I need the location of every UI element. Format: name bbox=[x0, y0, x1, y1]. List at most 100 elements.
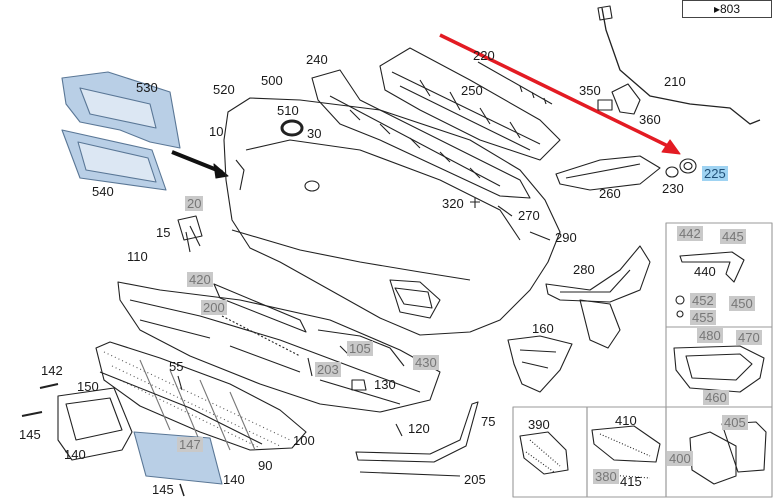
part-label-110[interactable]: 110 bbox=[127, 249, 148, 264]
part-label-440[interactable]: 440 bbox=[694, 264, 716, 279]
part-label-240[interactable]: 240 bbox=[306, 52, 328, 67]
part-label-105[interactable]: 105 bbox=[347, 341, 373, 356]
part-label-260[interactable]: 260 bbox=[599, 186, 621, 201]
part-label-200[interactable]: 200 bbox=[201, 300, 227, 315]
part-label-450[interactable]: 450 bbox=[729, 296, 755, 311]
strip-205 bbox=[359, 471, 461, 477]
part-label-520[interactable]: 520 bbox=[213, 82, 235, 97]
part-label-90[interactable]: 90 bbox=[258, 458, 273, 473]
lower-grille-100 bbox=[95, 341, 307, 451]
part-label-360[interactable]: 360 bbox=[639, 112, 661, 127]
sensor-holder-230 bbox=[665, 166, 679, 178]
part-label-145a[interactable]: 145 bbox=[19, 427, 41, 442]
bracket-360 bbox=[611, 83, 641, 115]
strip-290 bbox=[529, 231, 551, 241]
trim-90 bbox=[99, 371, 263, 445]
ref-link-803[interactable]: ▸803 bbox=[682, 0, 772, 18]
part-label-460[interactable]: 460 bbox=[703, 390, 729, 405]
part-label-15[interactable]: 15 bbox=[156, 225, 171, 240]
strip-200 bbox=[221, 315, 301, 357]
screw-120 bbox=[395, 423, 403, 437]
part-label-220[interactable]: 220 bbox=[473, 48, 495, 63]
trim-430 bbox=[317, 329, 405, 367]
part-label-445[interactable]: 445 bbox=[720, 229, 746, 244]
part-label-405[interactable]: 405 bbox=[722, 415, 748, 430]
part-label-150[interactable]: 150 bbox=[77, 379, 99, 394]
bracket-side bbox=[579, 299, 621, 349]
part-label-225[interactable]: 225 bbox=[702, 166, 728, 181]
screw-142 bbox=[39, 383, 59, 389]
part-label-205[interactable]: 205 bbox=[464, 472, 486, 487]
screw-145 bbox=[21, 411, 43, 417]
bracket-240 bbox=[311, 69, 531, 199]
part-label-20[interactable]: 20 bbox=[185, 196, 204, 211]
part-label-140b[interactable]: 140 bbox=[223, 472, 245, 487]
trim-440 bbox=[679, 251, 745, 283]
bumper-cover bbox=[223, 97, 561, 336]
screw-203 bbox=[307, 357, 313, 377]
air-duct-540 bbox=[61, 129, 167, 191]
part-label-10[interactable]: 10 bbox=[209, 124, 224, 139]
grille-390 bbox=[519, 431, 569, 475]
part-label-442[interactable]: 442 bbox=[677, 226, 703, 241]
part-label-280[interactable]: 280 bbox=[573, 262, 595, 277]
clip-270 bbox=[497, 205, 513, 217]
part-label-500[interactable]: 500 bbox=[261, 73, 283, 88]
part-label-270[interactable]: 270 bbox=[518, 208, 540, 223]
screw-455 bbox=[676, 310, 684, 318]
bracket-130 bbox=[351, 379, 367, 391]
part-label-100[interactable]: 100 bbox=[293, 433, 315, 448]
emblem-ring bbox=[280, 119, 304, 137]
part-label-470[interactable]: 470 bbox=[736, 330, 762, 345]
strip-420 bbox=[213, 283, 307, 333]
part-label-160[interactable]: 160 bbox=[532, 321, 554, 336]
part-label-400[interactable]: 400 bbox=[667, 451, 693, 466]
bracket-280 bbox=[545, 245, 651, 303]
part-label-145b[interactable]: 145 bbox=[152, 482, 174, 497]
plate-holder-140 bbox=[57, 387, 133, 461]
part-label-290[interactable]: 290 bbox=[555, 230, 577, 245]
part-label-510[interactable]: 510 bbox=[277, 103, 299, 118]
strip-220 bbox=[477, 61, 553, 105]
part-label-540[interactable]: 540 bbox=[92, 184, 114, 199]
carrier-250 bbox=[379, 47, 561, 161]
part-label-120[interactable]: 120 bbox=[408, 421, 430, 436]
part-label-410[interactable]: 410 bbox=[615, 413, 637, 428]
strip-75 bbox=[355, 401, 479, 463]
part-label-142[interactable]: 142 bbox=[41, 363, 63, 378]
part-label-455[interactable]: 455 bbox=[690, 310, 716, 325]
part-label-530[interactable]: 530 bbox=[136, 80, 158, 95]
part-label-147[interactable]: 147 bbox=[177, 437, 203, 452]
bracket-160 bbox=[507, 335, 573, 393]
red-arrow bbox=[439, 33, 673, 150]
part-label-55[interactable]: 55 bbox=[169, 359, 184, 374]
cover-400 bbox=[689, 431, 737, 485]
part-label-420[interactable]: 420 bbox=[187, 272, 213, 287]
part-label-415[interactable]: 415 bbox=[620, 474, 642, 489]
part-label-75[interactable]: 75 bbox=[481, 414, 496, 429]
part-label-452[interactable]: 452 bbox=[690, 293, 716, 308]
part-label-30[interactable]: 30 bbox=[307, 126, 322, 141]
part-label-130[interactable]: 130 bbox=[374, 377, 396, 392]
part-label-320[interactable]: 320 bbox=[442, 196, 464, 211]
part-label-203[interactable]: 203 bbox=[315, 362, 341, 377]
part-label-210[interactable]: 210 bbox=[664, 74, 686, 89]
wiring-harness bbox=[601, 7, 761, 125]
part-label-350[interactable]: 350 bbox=[579, 83, 601, 98]
part-label-380[interactable]: 380 bbox=[593, 469, 619, 484]
nut-452 bbox=[675, 295, 685, 305]
part-label-250[interactable]: 250 bbox=[461, 83, 483, 98]
sensor-225 bbox=[679, 158, 697, 174]
part-label-430[interactable]: 430 bbox=[413, 355, 439, 370]
lower-carrier-110 bbox=[117, 281, 441, 413]
part-label-390[interactable]: 390 bbox=[528, 417, 550, 432]
sensor-350 bbox=[597, 99, 613, 111]
part-label-230[interactable]: 230 bbox=[662, 181, 684, 196]
air-duct-530 bbox=[61, 71, 181, 149]
part-label-140a[interactable]: 140 bbox=[64, 447, 86, 462]
screw-320 bbox=[470, 198, 480, 208]
trim-460 bbox=[673, 345, 765, 393]
part-label-480[interactable]: 480 bbox=[697, 328, 723, 343]
